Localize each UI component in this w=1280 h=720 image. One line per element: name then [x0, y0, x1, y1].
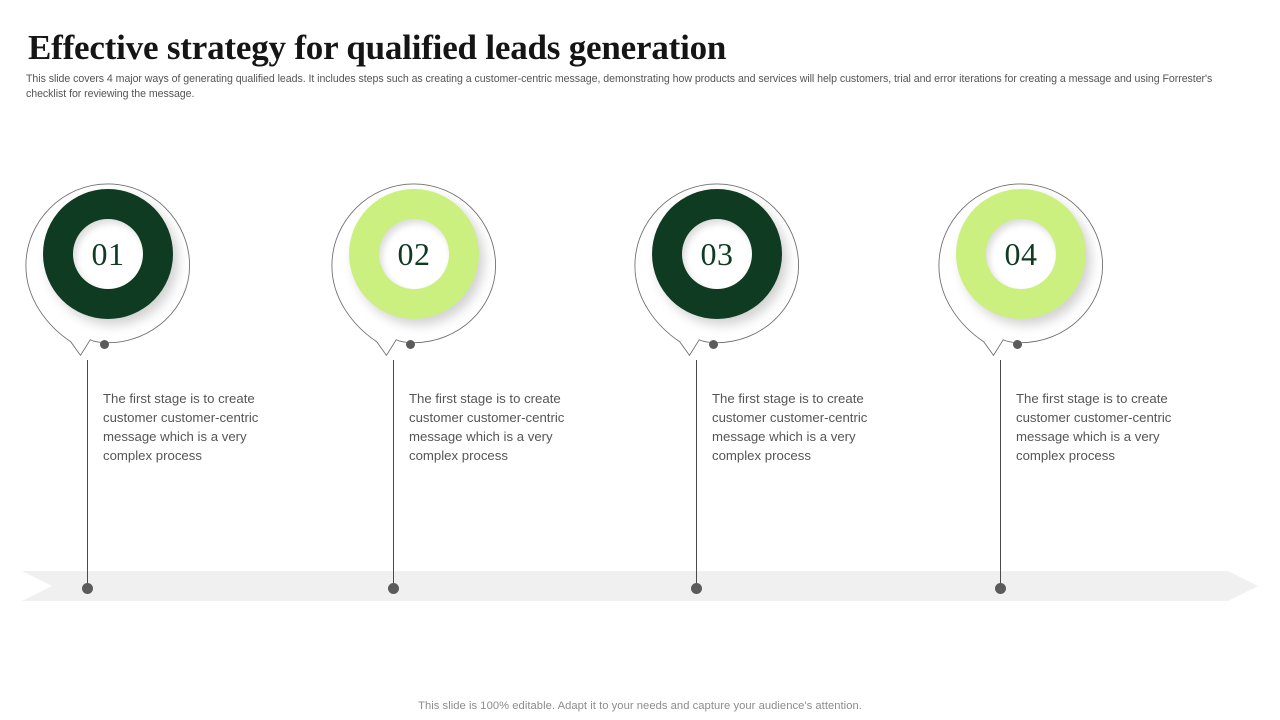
step-ring-03[interactable]: 03: [652, 189, 782, 319]
step-number: 02: [397, 236, 431, 272]
step-number: 04: [1004, 236, 1038, 272]
timeline-banner-arrow: [22, 571, 1258, 601]
connector-line: [1000, 360, 1001, 589]
banner-dot-icon: [995, 583, 1006, 594]
step-description: The first stage is to create customer cu…: [103, 391, 259, 463]
pin-tip-dot-icon: [1013, 340, 1022, 349]
pin-outline-icon: [25, 183, 191, 357]
step-number: 03: [700, 236, 734, 272]
banner-dot-icon: [388, 583, 399, 594]
step-ring-inner: 02: [379, 219, 449, 289]
step-ring-04[interactable]: 04: [956, 189, 1086, 319]
page-title: Effective strategy for qualified leads g…: [28, 28, 727, 67]
step-ring-02[interactable]: 02: [349, 189, 479, 319]
pin-tip-dot-icon: [709, 340, 718, 349]
step-number: 01: [91, 236, 125, 272]
step-description: The first stage is to create customer cu…: [712, 391, 868, 463]
pin-outline-icon: [634, 183, 800, 357]
step-ring-inner: 04: [986, 219, 1056, 289]
step-ring-01[interactable]: 01: [43, 189, 173, 319]
step-description: The first stage is to create customer cu…: [1016, 391, 1172, 463]
step-description: The first stage is to create customer cu…: [409, 391, 565, 463]
banner-dot-icon: [691, 583, 702, 594]
banner-dot-icon: [82, 583, 93, 594]
pin-outline-icon: [331, 183, 497, 357]
footer-note: This slide is 100% editable. Adapt it to…: [418, 700, 862, 712]
pin-outline-icon: [938, 183, 1104, 357]
pin-tip-dot-icon: [100, 340, 109, 349]
connector-line: [87, 360, 88, 589]
step-ring-inner: 03: [682, 219, 752, 289]
connector-line: [696, 360, 697, 589]
step-ring-inner: 01: [73, 219, 143, 289]
connector-line: [393, 360, 394, 589]
page-subtitle: This slide covers 4 major ways of genera…: [26, 73, 1213, 100]
pin-tip-dot-icon: [406, 340, 415, 349]
